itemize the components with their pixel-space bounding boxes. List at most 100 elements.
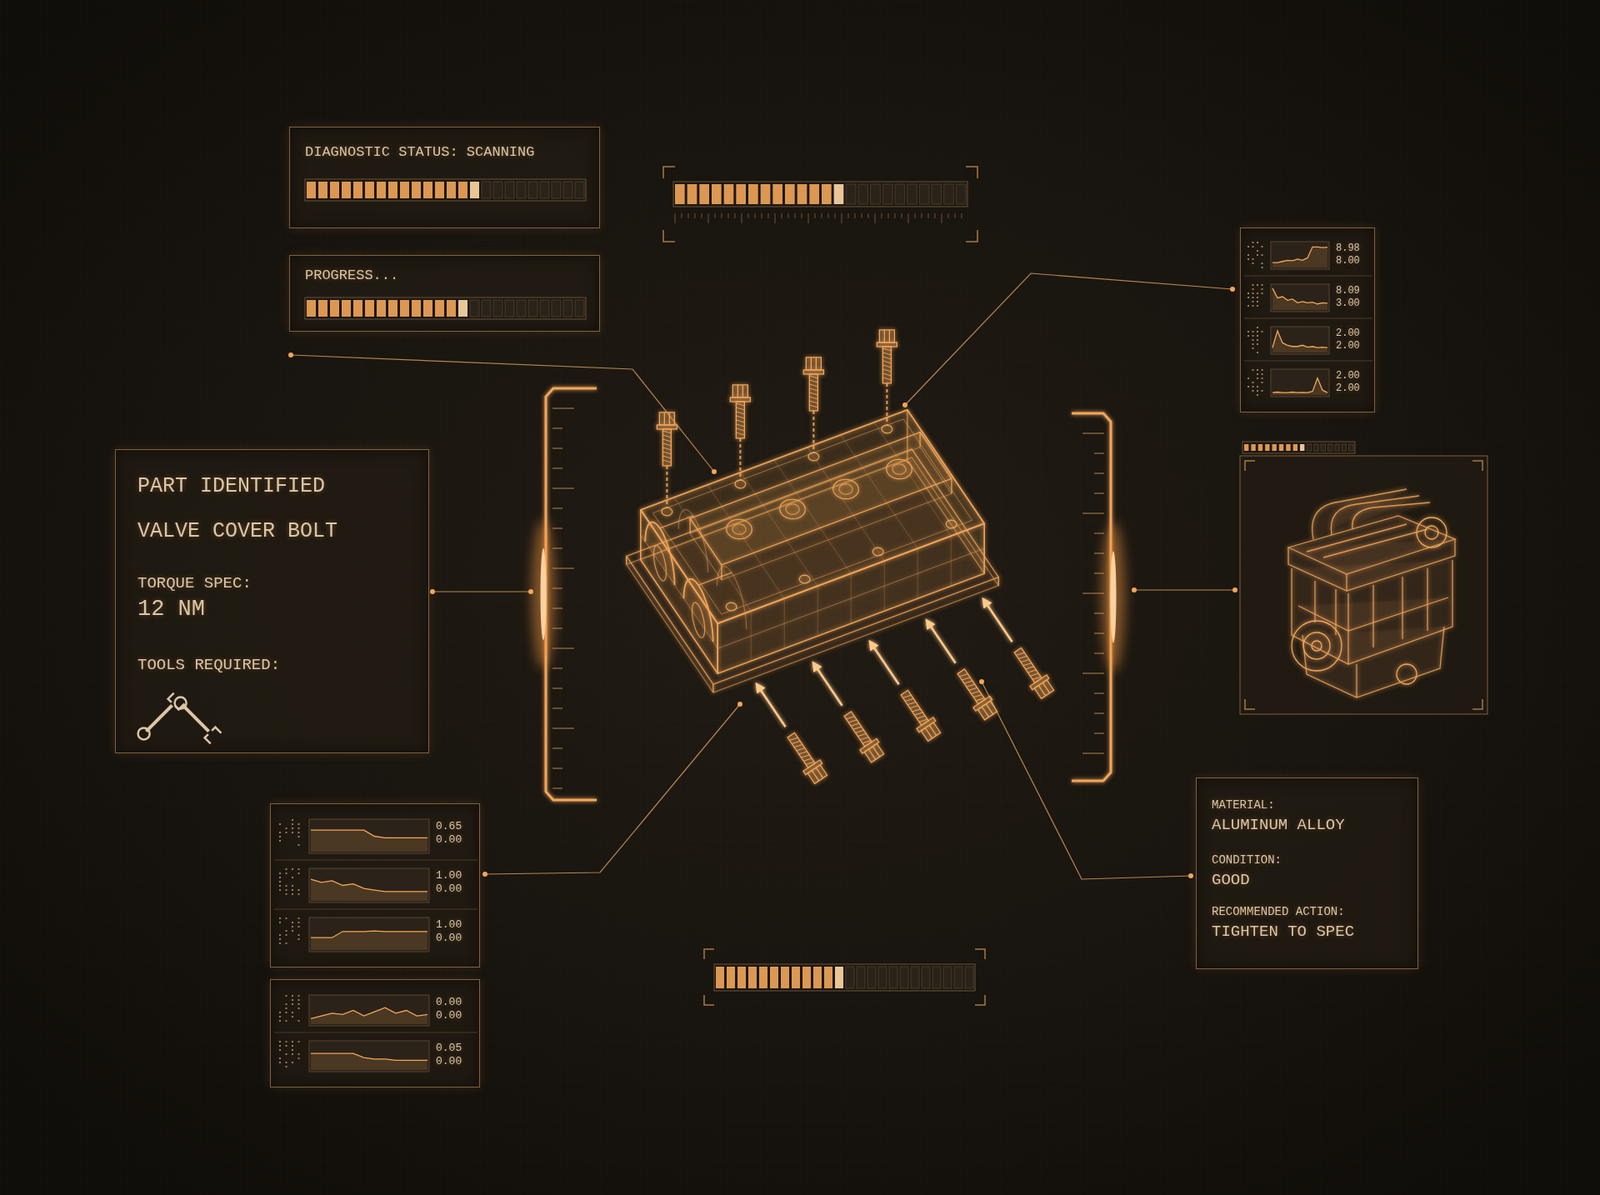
- bolt-head: [879, 330, 895, 343]
- readout-value: 1.00: [435, 870, 462, 883]
- bolt-thread: [882, 360, 891, 364]
- bracket-tick: [1082, 512, 1105, 514]
- bolt-thread: [882, 369, 891, 372]
- sparkline: [310, 830, 428, 838]
- bar-segment: [845, 184, 856, 205]
- bar-segment: [748, 184, 759, 205]
- cam-bump: [683, 579, 713, 642]
- bolt-thread: [809, 384, 818, 387]
- bar-segment: [785, 184, 795, 205]
- flange-edge: [712, 684, 715, 693]
- bar-segment: [797, 184, 808, 205]
- glyph-dot: [1261, 381, 1264, 384]
- bracket-tick: [552, 567, 575, 569]
- bar-segment: [365, 181, 375, 199]
- glyph-dot: [1252, 369, 1255, 371]
- bar-segment: [931, 184, 942, 205]
- bar-segment: [687, 184, 698, 205]
- bar-frame: [673, 181, 968, 207]
- glyph-dot: [1252, 335, 1255, 337]
- glyph-dot: [1252, 347, 1255, 350]
- glyph-dot: [1247, 258, 1250, 260]
- glyph-dot: [291, 893, 294, 895]
- bar-segment: [834, 184, 845, 205]
- engine-pulley: [1416, 517, 1447, 548]
- scan-bracket: [1071, 413, 1125, 781]
- bar-segment: [470, 181, 480, 199]
- bar-segment: [528, 300, 538, 317]
- bolt-thread: [1015, 650, 1025, 658]
- glyph-dot: [1252, 258, 1255, 260]
- glyph-dot: [1256, 373, 1259, 375]
- engine-pulley: [1311, 640, 1322, 651]
- bolt-head: [807, 765, 827, 785]
- bracket-tick: [1082, 432, 1105, 434]
- bolt-thread: [809, 405, 818, 408]
- scale-tick: [895, 213, 896, 219]
- sparkline-fill: [310, 930, 428, 950]
- readout-value: 8.00: [1335, 255, 1360, 268]
- bracket-tick: [552, 447, 563, 449]
- sparkline-fill: [310, 1053, 428, 1070]
- scale-tick: [841, 213, 843, 224]
- bar-segment: [540, 300, 550, 317]
- bar-segment: [1279, 444, 1284, 451]
- chart-area: [309, 868, 430, 903]
- scale-tick: [861, 213, 863, 219]
- glyph-dot: [1252, 300, 1255, 303]
- bracket-tick: [1094, 652, 1105, 654]
- leader-dot: [711, 469, 717, 475]
- bolt-thread: [662, 430, 671, 434]
- glyph-dot: [298, 1007, 300, 1010]
- bracket-tick: [1094, 452, 1105, 454]
- engine-thumbnail: [1240, 455, 1488, 715]
- glyph-dot: [298, 938, 300, 940]
- glyph-dot: [1252, 284, 1255, 286]
- engine-pulley: [1303, 632, 1330, 660]
- bolt-thread: [1018, 654, 1027, 661]
- glyph-dot: [1261, 377, 1264, 380]
- scale-tick: [868, 213, 870, 219]
- glyph-dot: [285, 1040, 288, 1043]
- glyph-dot: [298, 835, 300, 838]
- panel-text: DIAGNOSTIC STATUS: SCANNING: [305, 144, 535, 161]
- bolt-shaft: [900, 690, 929, 725]
- glyph-dot: [298, 872, 300, 875]
- glyph-dot: [1261, 284, 1264, 286]
- glyph-dot: [285, 934, 288, 936]
- bolt-thread: [907, 700, 916, 707]
- glyph-dot: [1256, 254, 1259, 256]
- scale-tick: [735, 213, 736, 219]
- insert-guide: [665, 465, 668, 509]
- row-separator: [274, 909, 478, 910]
- bolt-thread: [902, 693, 911, 700]
- bolt-thread: [735, 415, 745, 419]
- insert-arrow: [756, 684, 786, 727]
- bolt-head: [805, 357, 821, 370]
- glyph-dot: [1247, 245, 1250, 248]
- glyph-dot: [1261, 254, 1264, 256]
- bracket-glow-core: [540, 548, 547, 640]
- cam-bump: [645, 522, 675, 585]
- bar-segment: [435, 181, 445, 199]
- readout-value: 0.05: [435, 1042, 462, 1055]
- glyph-dot: [1247, 254, 1250, 256]
- glyph-dot: [285, 872, 288, 875]
- scale-tick: [755, 213, 756, 219]
- scale-tick: [681, 213, 683, 219]
- glyph-dot: [1247, 335, 1250, 337]
- readout-value: 0.00: [435, 1055, 462, 1069]
- bolt-shaft: [735, 401, 745, 439]
- plug-hole: [726, 519, 753, 539]
- glyph-dot: [1261, 330, 1264, 333]
- scale-tick: [748, 213, 750, 219]
- bar-segment: [821, 184, 832, 205]
- bracket-tick: [552, 507, 563, 509]
- bolt-thread: [845, 714, 855, 721]
- bolt-shaft: [1014, 647, 1042, 683]
- bar-segment: [341, 300, 351, 317]
- engine-pulley: [1396, 664, 1417, 685]
- bolt-thread: [912, 706, 921, 714]
- bolt-shaft: [882, 346, 891, 384]
- bar-segment: [1293, 444, 1298, 451]
